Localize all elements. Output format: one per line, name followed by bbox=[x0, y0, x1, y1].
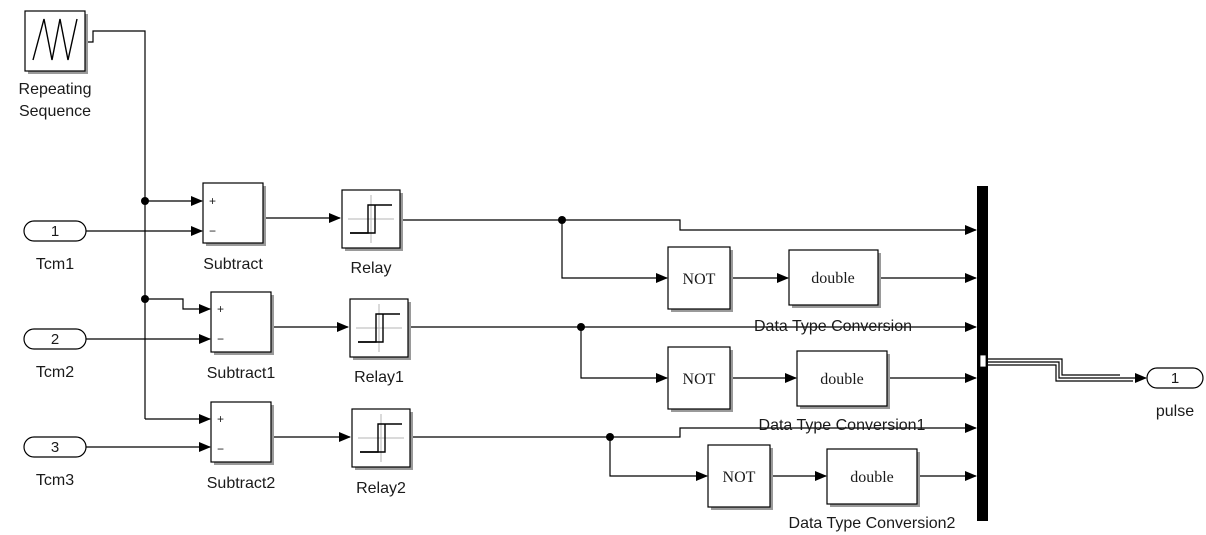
port-number: 2 bbox=[51, 331, 59, 348]
sawtooth-icon bbox=[32, 18, 78, 61]
block-label: NOT bbox=[683, 271, 716, 288]
not2-block[interactable]: NOT bbox=[707, 444, 773, 510]
block-name: Subtract2 bbox=[207, 475, 276, 492]
mux-output-port bbox=[979, 354, 987, 368]
mux-block[interactable] bbox=[977, 186, 988, 521]
port-name: Tcm3 bbox=[36, 472, 74, 489]
block-name: Repeating bbox=[19, 81, 92, 98]
not-block[interactable]: NOT bbox=[667, 246, 733, 312]
not1-block[interactable]: NOT bbox=[667, 346, 733, 412]
block-label: NOT bbox=[723, 469, 756, 486]
branch-point bbox=[558, 216, 566, 224]
branch-point bbox=[141, 295, 149, 303]
inport-block-1[interactable]: 1 Tcm1 bbox=[23, 220, 87, 273]
branch-point bbox=[606, 433, 614, 441]
port-number: 3 bbox=[51, 439, 59, 456]
repeating-sequence-block[interactable]: Repeating Sequence bbox=[19, 10, 92, 120]
plus-sign: + bbox=[217, 302, 224, 316]
port-number: 1 bbox=[1171, 370, 1179, 387]
data-type-conversion-block[interactable]: double Data Type Conversion bbox=[754, 249, 912, 335]
data-type-conversion2-block[interactable]: double Data Type Conversion2 bbox=[789, 448, 956, 532]
block-name: Subtract bbox=[203, 256, 263, 273]
block-label: double bbox=[820, 371, 864, 388]
block-name: Subtract1 bbox=[207, 365, 276, 382]
port-name: pulse bbox=[1156, 403, 1194, 420]
branch-point bbox=[141, 197, 149, 205]
port-name: Tcm2 bbox=[36, 364, 74, 381]
subtract2-block[interactable]: + − Subtract2 bbox=[207, 401, 276, 492]
branch-points bbox=[141, 197, 614, 441]
relay1-block[interactable]: Relay1 bbox=[349, 298, 411, 386]
block-name: Data Type Conversion bbox=[754, 318, 912, 335]
plus-sign: + bbox=[209, 194, 216, 208]
inport-block-2[interactable]: 2 Tcm2 bbox=[23, 328, 87, 381]
branch-point bbox=[577, 323, 585, 331]
outport-block[interactable]: 1 pulse bbox=[1146, 367, 1204, 420]
inport-block-3[interactable]: 3 Tcm3 bbox=[23, 436, 87, 489]
signal-lines bbox=[85, 30, 1147, 481]
block-name: Data Type Conversion1 bbox=[759, 417, 926, 434]
subtract-block[interactable]: + − Subtract bbox=[202, 182, 266, 273]
block-name: Relay1 bbox=[354, 369, 404, 386]
data-type-conversion1-block[interactable]: double Data Type Conversion1 bbox=[759, 350, 926, 434]
port-name: Tcm1 bbox=[36, 256, 74, 273]
block-label: double bbox=[850, 469, 894, 486]
relay-block[interactable]: Relay bbox=[341, 189, 403, 277]
minus-sign: − bbox=[209, 224, 216, 238]
subtract1-block[interactable]: + − Subtract1 bbox=[207, 291, 276, 382]
hysteresis-icon bbox=[348, 195, 394, 243]
hysteresis-icon bbox=[358, 414, 404, 462]
port-number: 1 bbox=[51, 223, 59, 240]
minus-sign: − bbox=[217, 442, 224, 456]
hysteresis-icon bbox=[356, 304, 402, 352]
relay2-block[interactable]: Relay2 bbox=[351, 408, 413, 497]
block-name: Sequence bbox=[19, 103, 91, 120]
block-name: Relay bbox=[351, 260, 392, 277]
block-name: Data Type Conversion2 bbox=[789, 515, 956, 532]
block-label: double bbox=[811, 270, 855, 287]
block-label: NOT bbox=[683, 371, 716, 388]
minus-sign: − bbox=[217, 332, 224, 346]
plus-sign: + bbox=[217, 412, 224, 426]
block-name: Relay2 bbox=[356, 480, 406, 497]
